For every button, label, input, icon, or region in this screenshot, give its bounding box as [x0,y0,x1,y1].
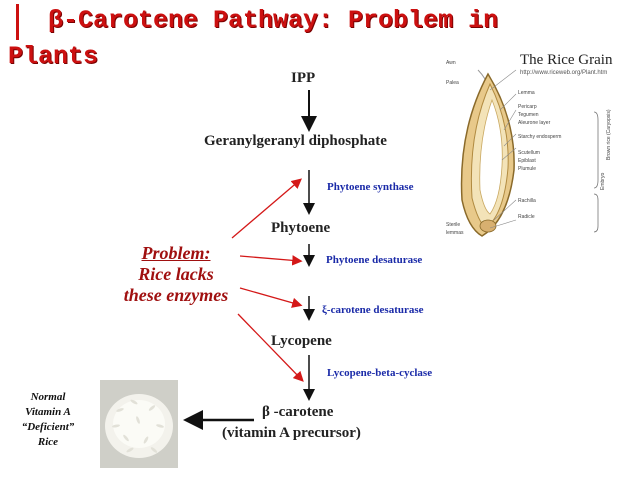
node-ggpp: Geranylgeranyl diphosphate [204,133,387,149]
label-scutellum: Scutellum [518,150,540,156]
label-plumule: Plumule [518,166,537,172]
normal-rice-line-3: “Deficient” [21,421,75,433]
problem-arrow-phytoene-desaturase [239,255,303,266]
problem-line-1: Rice lacks [138,264,214,284]
label-awn: Awn [446,60,456,66]
problem-block: Problem: Rice lacks these enzymes [106,243,246,306]
rice-grain-illustration [460,69,599,237]
normal-rice-label: Normal Vitamin A “Deficient” Rice [10,390,86,450]
label-lemmas: lemmas [446,230,464,236]
node-lycopene: Lycopene [271,333,332,349]
rice-photo [100,380,178,468]
label-palea: Palea [446,80,459,86]
node-phytoene: Phytoene [271,220,331,236]
label-starchy-endosperm: Starchy endosperm [518,134,562,140]
slide-title: β-Carotene Pathway: Problem in Plants [0,0,638,80]
normal-rice-line-2: Vitamin A [25,406,71,418]
rice-grain-url: http://www.riceweb.org/Plant.htm [520,70,608,76]
rice-grain-title: The Rice Grain [520,52,613,68]
label-rachilla: Rachilla [518,198,536,204]
rice-grain-figure [438,50,638,248]
title-accent-bar [16,4,19,40]
enzyme-lycopene-beta-cyclase: Lycopene-beta-cyclase [327,367,433,379]
normal-rice-line-4: Rice [37,436,59,448]
problem-arrow-xi-desaturase [239,287,303,308]
enzyme-phytoene-desaturase: Phytoene desaturase [326,254,423,266]
problem-arrow-lycopene-cyclase [237,313,304,382]
problem-line-2: these enzymes [123,285,229,305]
node-beta-carotene: β -carotene [262,404,334,420]
label-lemma: Lemma [518,90,535,96]
enzyme-xi-carotene-desaturase: ξ-carotene desaturase [322,304,424,316]
enzyme-phytoene-synthase: Phytoene synthase [327,181,414,193]
rice-pile-image [100,380,178,468]
label-sterile: Sterile [446,222,461,228]
label-radicle: Radicle [518,214,535,220]
label-tegmen: Tegumen [518,112,539,118]
normal-rice-line-1: Normal [30,391,66,403]
node-vitamin-a-precursor: (vitamin A precursor) [222,425,361,441]
title-line-2: Plants [8,42,99,71]
label-epiblast: Epiblast [518,158,536,164]
problem-arrow-phytoene-synthase [231,178,302,239]
title-line-1: β-Carotene Pathway: Problem in [48,6,499,35]
label-pericarp: Pericarp [518,104,537,110]
node-ipp: IPP [291,70,316,86]
problem-heading: Problem: [141,243,211,263]
label-aleurone: Aleurone layer [518,120,551,126]
